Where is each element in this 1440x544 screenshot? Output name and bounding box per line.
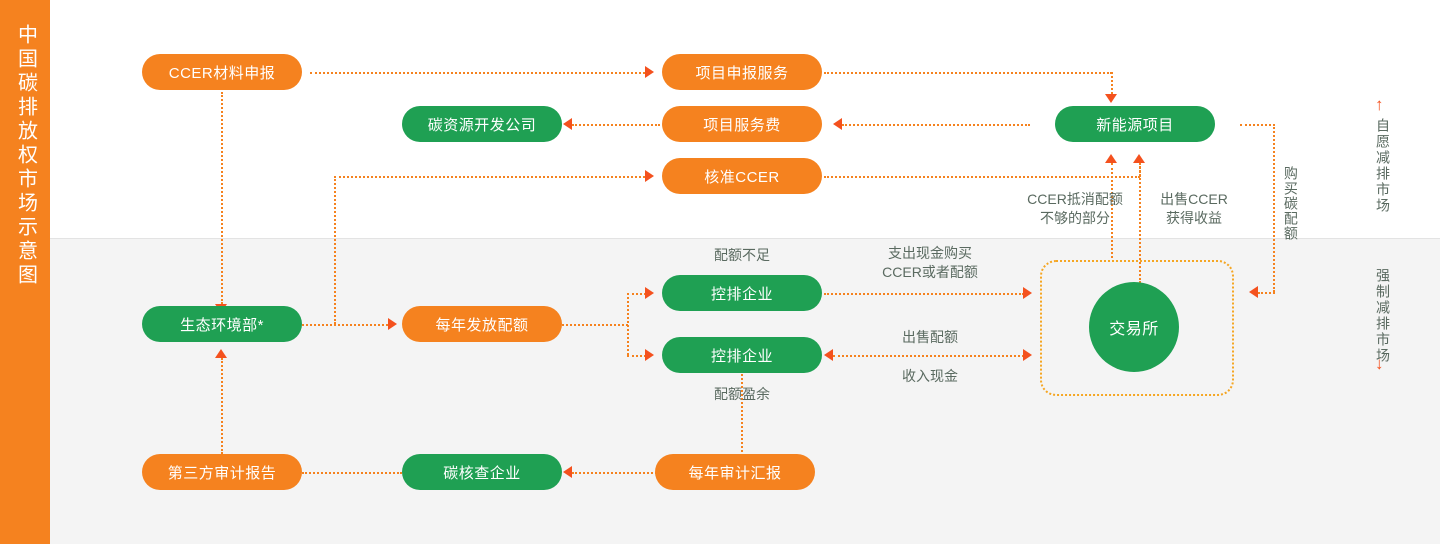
node-new-energy-project[interactable]: 新能源项目 xyxy=(1055,106,1215,142)
arrowhead-exchange-sell-quota xyxy=(1023,349,1032,361)
arrowhead-into-exchange-top xyxy=(1249,286,1258,298)
edge-exchange-to-newenergy-offset-v xyxy=(1111,163,1113,258)
node-project-service-fee[interactable]: 项目服务费 xyxy=(662,106,822,142)
edge-approveccer-to-newenergy-h xyxy=(824,176,1140,178)
arrowhead-ce2-receive-cash xyxy=(824,349,833,361)
legend-up-arrow-icon: ↑ xyxy=(1375,95,1384,114)
node-carbon-resource-company[interactable]: 碳资源开发公司 xyxy=(402,106,562,142)
legend-voluntary-market: 自愿减排市场 xyxy=(1375,118,1391,214)
edge-declaration-to-newenergy-v xyxy=(1111,72,1113,94)
edge-trunk-to-approveccer xyxy=(334,176,645,178)
edge-auditreport-up xyxy=(741,374,743,452)
edge-quota-out xyxy=(562,324,628,326)
edge-thirdparty-up xyxy=(221,358,223,454)
edge-ministry-to-quota xyxy=(302,324,388,326)
edge-newenergy-to-exchange-v xyxy=(1273,124,1275,292)
node-controlled-enterprise-2[interactable]: 控排企业 xyxy=(662,337,822,373)
label-sell-ccer-gain: 出售CCER 获得收益 xyxy=(1160,191,1228,226)
edge-sell-ccer-v xyxy=(1139,163,1141,283)
arrowhead-exchange-buy xyxy=(1023,287,1032,299)
edge-servicefee-to-carbonresource xyxy=(572,124,660,126)
label-quota-shortage: 配额不足 xyxy=(714,247,770,263)
node-project-declaration-service[interactable]: 项目申报服务 xyxy=(662,54,822,90)
edge-quota-to-ce2 xyxy=(627,355,646,357)
edge-declaration-to-newenergy-h xyxy=(824,72,1112,74)
edge-ce2-exchange xyxy=(833,355,1024,357)
label-pay-cash-buy: 支出现金购买 CCER或者配额 xyxy=(882,245,978,280)
label-ccer-offset-shortfall: CCER抵消配额 不够的部分 xyxy=(1027,191,1123,226)
edge-ccer-down xyxy=(221,92,223,304)
edge-ce1-to-exchange xyxy=(824,293,1024,295)
arrowhead-to-annual-quota xyxy=(388,318,397,330)
arrowhead-to-project-service-fee xyxy=(833,118,842,130)
node-annual-quota-issue[interactable]: 每年发放配额 xyxy=(402,306,562,342)
arrowhead-to-newenergy-bottom-right xyxy=(1133,154,1145,163)
arrowhead-to-carbon-verification xyxy=(563,466,572,478)
exchange-container xyxy=(1040,260,1234,396)
edge-auditreport-to-verification xyxy=(572,472,657,474)
edge-trunk-vertical xyxy=(334,176,336,324)
label-receive-cash: 收入现金 xyxy=(902,368,958,384)
label-buy-carbon-quota: 购买碳配额 xyxy=(1282,166,1299,241)
legend-mandatory-market: 强制减排市场 xyxy=(1375,268,1391,364)
node-carbon-verification-company[interactable]: 碳核查企业 xyxy=(402,454,562,490)
node-controlled-enterprise-1[interactable]: 控排企业 xyxy=(662,275,822,311)
edge-quota-fork-v xyxy=(627,293,629,355)
label-quota-surplus: 配额盈余 xyxy=(714,386,770,402)
node-ccer-material[interactable]: CCER材料申报 xyxy=(142,54,302,90)
edge-ccer-to-declaration xyxy=(310,72,645,74)
node-third-party-audit-report[interactable]: 第三方审计报告 xyxy=(142,454,302,490)
arrowhead-newenergy-offset xyxy=(1105,154,1117,163)
edge-quota-to-ce1 xyxy=(627,293,646,295)
edge-into-exchange-h xyxy=(1258,292,1275,294)
node-approve-ccer[interactable]: 核准CCER xyxy=(662,158,822,194)
edge-newenergy-to-servicefee xyxy=(842,124,1030,126)
arrowhead-to-ministry-bottom xyxy=(215,349,227,358)
node-annual-audit-report[interactable]: 每年审计汇报 xyxy=(655,454,815,490)
arrowhead-to-controlled-enterprise-2 xyxy=(645,349,654,361)
label-sell-quota: 出售配额 xyxy=(902,329,958,345)
legend-down-arrow-icon: ↓ xyxy=(1375,354,1384,373)
edge-newenergy-to-exchange-h xyxy=(1240,124,1275,126)
node-exchange[interactable]: 交易所 xyxy=(1089,282,1179,372)
sidebar-title-bar: 中国碳排放权市场示意图 xyxy=(0,0,50,544)
arrowhead-to-newenergy-top xyxy=(1105,94,1117,103)
edge-verification-to-thirdparty xyxy=(302,472,402,474)
diagram-title: 中国碳排放权市场示意图 xyxy=(14,24,37,288)
arrowhead-to-controlled-enterprise-1 xyxy=(645,287,654,299)
node-ministry-of-ecology[interactable]: 生态环境部* xyxy=(142,306,302,342)
arrowhead-to-carbon-resource-company xyxy=(563,118,572,130)
arrowhead-to-approve-ccer xyxy=(645,170,654,182)
arrowhead-to-declaration-service xyxy=(645,66,654,78)
